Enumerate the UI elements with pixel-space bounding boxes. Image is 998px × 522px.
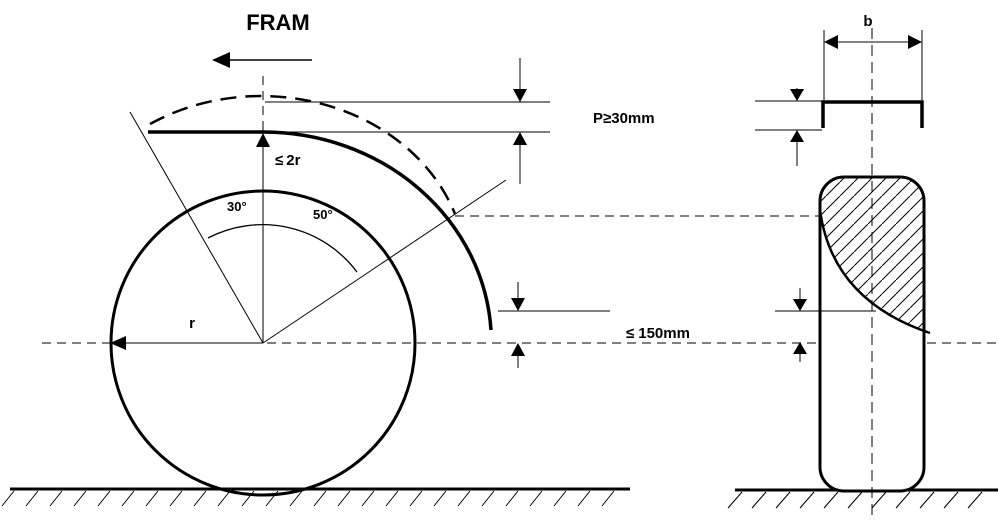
width-arrow-right: [908, 35, 922, 49]
mudguard-solid: [148, 130, 493, 331]
direction-arrow-head: [212, 52, 230, 68]
ground-hatching-side: [1, 490, 615, 507]
ground-hatching-front: [727, 491, 983, 509]
front-overlap-arrow-down: [790, 89, 804, 101]
angle-arc: [207, 224, 358, 273]
hatched-coverage-area: [820, 177, 930, 333]
angle-line-rear: [262, 179, 507, 344]
angle-front-label: 30°: [227, 199, 247, 214]
mudguard-profile: [821, 100, 924, 128]
front-bottom-arrow-down: [793, 299, 807, 311]
bottom-value: 150mm: [638, 325, 690, 342]
max-height-value: 2r: [286, 152, 300, 169]
bottom-prefix: ≤: [626, 325, 634, 342]
height-arrowhead: [256, 133, 270, 147]
bottom-arrow-up: [511, 343, 525, 356]
max-height-prefix: ≤: [275, 152, 283, 169]
angle-line-front: [129, 111, 264, 344]
overlap-value: 30mm: [611, 110, 654, 127]
radius-label: r: [189, 315, 195, 332]
bottom-arrow-down: [511, 298, 525, 311]
width-label: b: [863, 13, 872, 30]
overlap-prefix: P: [593, 110, 603, 127]
overlap-arrow-down: [513, 89, 527, 102]
radius-arrowhead: [110, 336, 126, 350]
direction-label: FRAM: [246, 10, 310, 35]
width-arrow-left: [824, 35, 838, 49]
angle-rear-label: 50°: [313, 207, 333, 222]
mudguard-dashed: [149, 94, 457, 215]
max-height-label: ≤2r: [275, 152, 301, 169]
coverage-curve: [818, 209, 931, 335]
overlap-label: P≥30mm: [593, 110, 655, 127]
bottom-label: ≤150mm: [626, 325, 690, 342]
overlap-sign: ≥: [603, 110, 611, 127]
